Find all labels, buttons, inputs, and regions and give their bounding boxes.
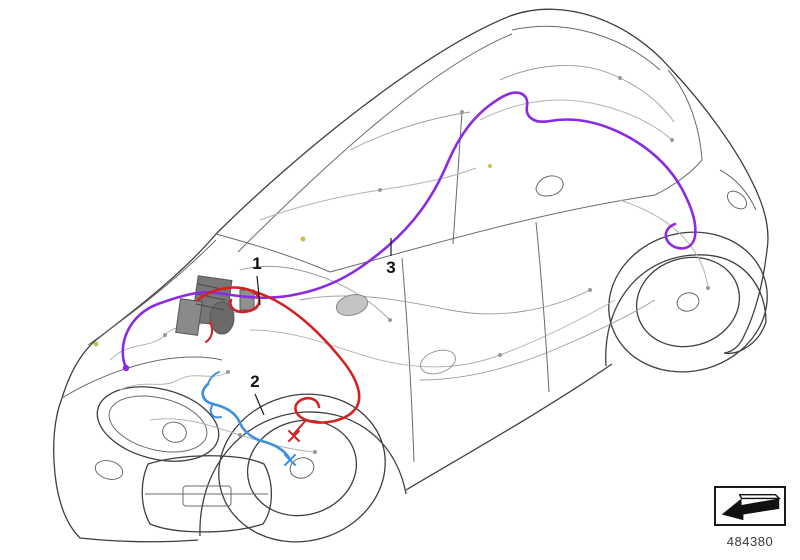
wire-2-blue[interactable] (201, 382, 291, 460)
wire-3-connector (122, 364, 130, 372)
callout-leaders (254, 238, 392, 416)
wire-1-red-branch (205, 321, 307, 435)
grille (94, 455, 272, 533)
callout-3[interactable]: 3 (386, 258, 396, 277)
background-harness-lines (93, 65, 710, 454)
rear-wheel (608, 231, 768, 373)
callout-2[interactable]: 2 (250, 372, 260, 391)
front-wheel (218, 393, 386, 543)
wire-2-connector (284, 454, 296, 466)
repair-wires (121, 91, 697, 466)
wire-1-connector (288, 430, 300, 442)
part-number: 484380 (726, 534, 774, 549)
headlight (96, 386, 220, 462)
car-body-outline (53, 8, 769, 543)
engine-components (175, 275, 456, 375)
wire-2-blue-branch (207, 371, 222, 419)
direction-arrow-icon (721, 493, 781, 521)
wire-1-red-main[interactable] (250, 289, 361, 424)
direction-arrow-box (714, 486, 786, 526)
callout-1[interactable]: 1 (252, 254, 262, 273)
wire-3-purple[interactable] (121, 91, 697, 370)
